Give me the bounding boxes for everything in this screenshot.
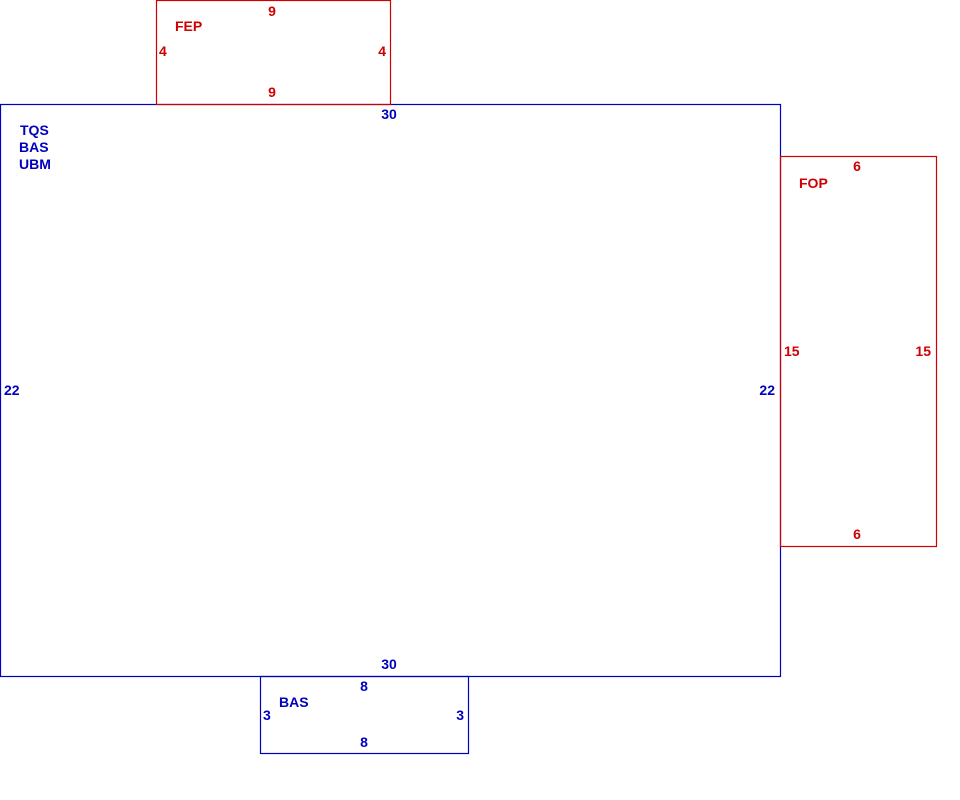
main-dim-bottom: 30 xyxy=(381,656,397,672)
fop-dim-right: 15 xyxy=(915,343,931,359)
bas-dim-right: 3 xyxy=(456,707,464,723)
bas-dim-top: 8 xyxy=(360,678,368,694)
fep-dim-top: 9 xyxy=(268,3,276,19)
main-area-outline xyxy=(0,103,782,678)
fop-dim-bottom: 6 xyxy=(853,526,861,542)
fep-dim-left: 4 xyxy=(159,43,167,59)
fop-area-outline xyxy=(779,155,938,548)
main-dim-right: 22 xyxy=(759,382,775,398)
fep-area: FEP 9 9 4 4 xyxy=(155,0,392,106)
main-area-label-bas: BAS xyxy=(19,139,49,155)
main-area-label-tqs: TQS xyxy=(20,122,49,138)
bas-dim-left: 3 xyxy=(263,707,271,723)
bas-area-outline xyxy=(259,675,470,755)
main-dim-left: 22 xyxy=(4,382,20,398)
fop-area-label: FOP xyxy=(799,175,828,191)
fop-area: FOP 6 6 15 15 xyxy=(779,155,938,548)
main-area: TQS BAS UBM 30 30 22 22 xyxy=(0,103,782,678)
fep-area-outline xyxy=(155,0,392,106)
bas-area-label: BAS xyxy=(279,694,309,710)
fop-dim-left: 15 xyxy=(784,343,800,359)
main-area-label-ubm: UBM xyxy=(19,156,51,172)
fop-dim-top: 6 xyxy=(853,158,861,174)
bas-dim-bottom: 8 xyxy=(360,734,368,750)
fep-dim-bottom: 9 xyxy=(268,84,276,100)
main-dim-top: 30 xyxy=(381,106,397,122)
fep-dim-right: 4 xyxy=(378,43,386,59)
fep-area-label: FEP xyxy=(175,18,202,34)
bas-area: BAS 8 8 3 3 xyxy=(259,675,470,755)
